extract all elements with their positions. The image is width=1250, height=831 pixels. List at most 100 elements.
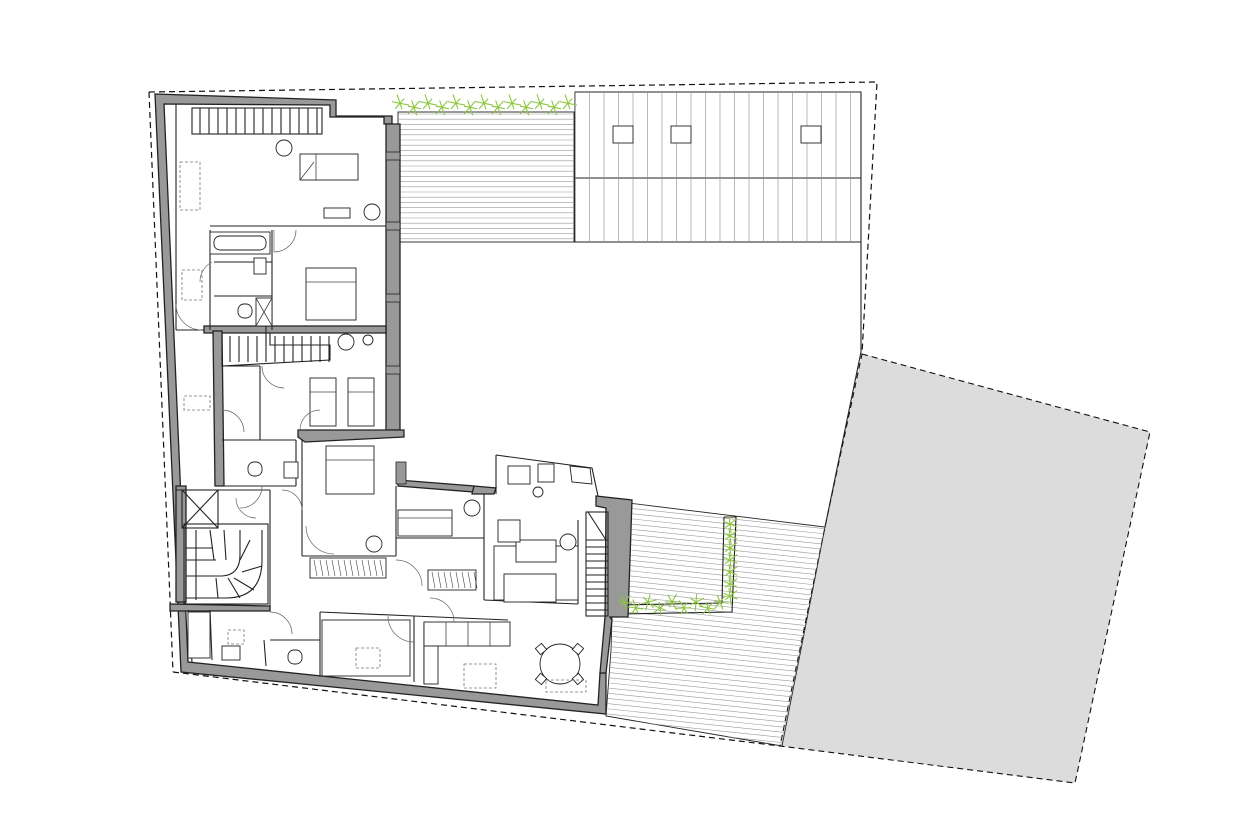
hatch-line bbox=[461, 571, 466, 589]
plant bbox=[723, 575, 738, 593]
terrace-top bbox=[397, 111, 575, 243]
hatch-line bbox=[606, 551, 825, 577]
roof-panels bbox=[574, 91, 862, 243]
plant bbox=[547, 100, 562, 116]
hatch-line bbox=[606, 556, 825, 582]
stair-top bbox=[191, 107, 323, 135]
hatch-line bbox=[331, 559, 336, 577]
bed-room-3b bbox=[347, 377, 375, 427]
hatch-line bbox=[606, 624, 825, 650]
stair-spiral bbox=[183, 523, 269, 605]
sink-2 bbox=[283, 461, 299, 479]
hatch-line bbox=[606, 567, 825, 592]
hatch-line bbox=[606, 671, 825, 696]
bed-room-3a bbox=[309, 377, 337, 427]
plant bbox=[713, 595, 729, 610]
hatch-line bbox=[343, 559, 348, 577]
plant bbox=[699, 602, 714, 615]
bed-room-1 bbox=[299, 153, 359, 181]
plant bbox=[628, 599, 644, 614]
hatch-line bbox=[606, 629, 825, 655]
hatch-line bbox=[606, 536, 825, 561]
hatch-line bbox=[606, 572, 825, 598]
toilet-3 bbox=[287, 649, 303, 665]
skylight-1 bbox=[612, 125, 634, 144]
plant bbox=[723, 527, 738, 545]
hatch-line bbox=[355, 559, 360, 577]
hatch-line bbox=[349, 559, 354, 577]
plant bbox=[519, 100, 534, 116]
hatch-line bbox=[606, 525, 825, 551]
hatch-line bbox=[606, 530, 825, 556]
bed-room-6 bbox=[321, 619, 411, 677]
bed-room-2 bbox=[305, 267, 357, 321]
closets bbox=[309, 557, 478, 591]
hatch-line bbox=[600, 750, 830, 774]
hatch-line bbox=[606, 655, 825, 681]
planting bbox=[391, 94, 738, 616]
desk-stool bbox=[532, 486, 544, 498]
sofa-seat bbox=[503, 573, 557, 603]
dining-table bbox=[539, 643, 581, 685]
plant bbox=[475, 94, 494, 110]
toilet-1 bbox=[237, 303, 253, 319]
bed-room-4 bbox=[325, 445, 375, 495]
dashed-furniture bbox=[179, 161, 245, 645]
hatch-line bbox=[437, 571, 442, 589]
plant bbox=[723, 551, 738, 569]
plant bbox=[723, 587, 738, 605]
hatch-line bbox=[606, 588, 825, 613]
plant bbox=[559, 94, 578, 110]
plant bbox=[531, 94, 550, 110]
hatch-line bbox=[313, 559, 318, 577]
hatch-line bbox=[373, 559, 378, 577]
neighbour-building bbox=[779, 353, 1151, 784]
hatch-line bbox=[606, 744, 825, 746]
hatch-line bbox=[431, 571, 436, 589]
hatch-line bbox=[606, 541, 825, 566]
hatch-line bbox=[606, 520, 825, 546]
hatch-line bbox=[606, 650, 825, 676]
hatch-line bbox=[606, 614, 825, 639]
hatch-line bbox=[367, 559, 372, 577]
hatch-line bbox=[473, 571, 478, 589]
bathroom-fixtures bbox=[187, 231, 303, 665]
desk-chair-2 bbox=[537, 463, 555, 483]
hatch-line bbox=[337, 559, 342, 577]
hatch-line bbox=[606, 593, 825, 618]
plant bbox=[391, 94, 410, 110]
sink-3 bbox=[221, 645, 241, 661]
site-boundary bbox=[148, 81, 878, 355]
kitchen bbox=[423, 621, 511, 689]
plant bbox=[723, 515, 738, 533]
hatch-line bbox=[606, 666, 825, 691]
desk-chair-1 bbox=[507, 465, 531, 485]
plant bbox=[665, 593, 680, 611]
plant bbox=[617, 594, 632, 611]
doors bbox=[175, 229, 455, 643]
hatch-line bbox=[319, 559, 324, 577]
stair-middle bbox=[221, 333, 331, 367]
hatch-line bbox=[606, 504, 825, 530]
plant bbox=[491, 100, 506, 116]
stairs bbox=[181, 107, 609, 617]
hatch-line bbox=[606, 515, 825, 540]
hatch-line bbox=[379, 559, 384, 577]
hatch-line bbox=[606, 634, 825, 660]
hatch-line bbox=[443, 571, 448, 589]
hatch-line bbox=[455, 571, 460, 589]
corner-desk bbox=[569, 465, 593, 485]
hatch-line bbox=[606, 598, 825, 624]
stair-entry bbox=[181, 489, 219, 529]
hatch-line bbox=[449, 571, 454, 589]
armchair bbox=[497, 519, 521, 543]
hatch-line bbox=[325, 559, 330, 577]
hatch-line bbox=[606, 619, 825, 644]
bed-room-5 bbox=[397, 509, 453, 537]
plant bbox=[651, 601, 666, 616]
beds bbox=[299, 153, 453, 677]
living-furniture bbox=[493, 463, 593, 603]
plant bbox=[689, 593, 705, 612]
coffee-table bbox=[515, 539, 557, 563]
